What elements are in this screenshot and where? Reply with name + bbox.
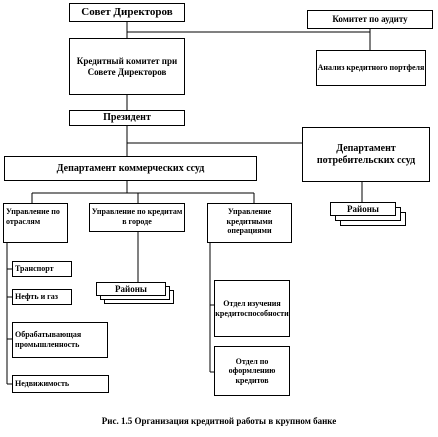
board-of-directors-box: Совет Директоров [69, 3, 185, 22]
commercial-loans-dept-box: Департамент коммерческих ссуд [4, 156, 257, 181]
districts-consumer-stack: Районы [330, 202, 410, 226]
president-box: Президент [69, 110, 185, 126]
loan-processing-dept-box: Отдел по оформлению кредитов [214, 346, 290, 396]
credit-committee-box: Кредитный комитет при Совете Директоров [69, 38, 185, 95]
consumer-loans-dept-box: Департамент потребительских ссуд [302, 127, 430, 182]
portfolio-analysis-box: Анализ кредитного портфеля [316, 50, 426, 86]
districts-consumer-box: Районы [330, 202, 396, 216]
manufacturing-box: Обрабатывающая промышленность [12, 322, 108, 358]
transport-box: Транспорт [12, 261, 72, 277]
credit-study-dept-box: Отдел изучения кредитоспособности [214, 280, 290, 337]
audit-committee-box: Комитет по аудиту [307, 10, 433, 29]
oil-gas-box: Нефть и газ [12, 289, 72, 305]
districts-city-stack: Районы [96, 282, 176, 304]
city-loans-mgmt-box: Управление по кредитам в городе [89, 203, 185, 232]
figure-caption: Рис. 1.5 Организация кредитной работы в … [101, 416, 337, 426]
industry-mgmt-box: Управление по отраслям [3, 203, 68, 243]
credit-ops-mgmt-box: Управление кредитными операциями [207, 203, 292, 243]
real-estate-box: Недвижимость [12, 375, 109, 393]
districts-city-box: Районы [96, 282, 166, 296]
